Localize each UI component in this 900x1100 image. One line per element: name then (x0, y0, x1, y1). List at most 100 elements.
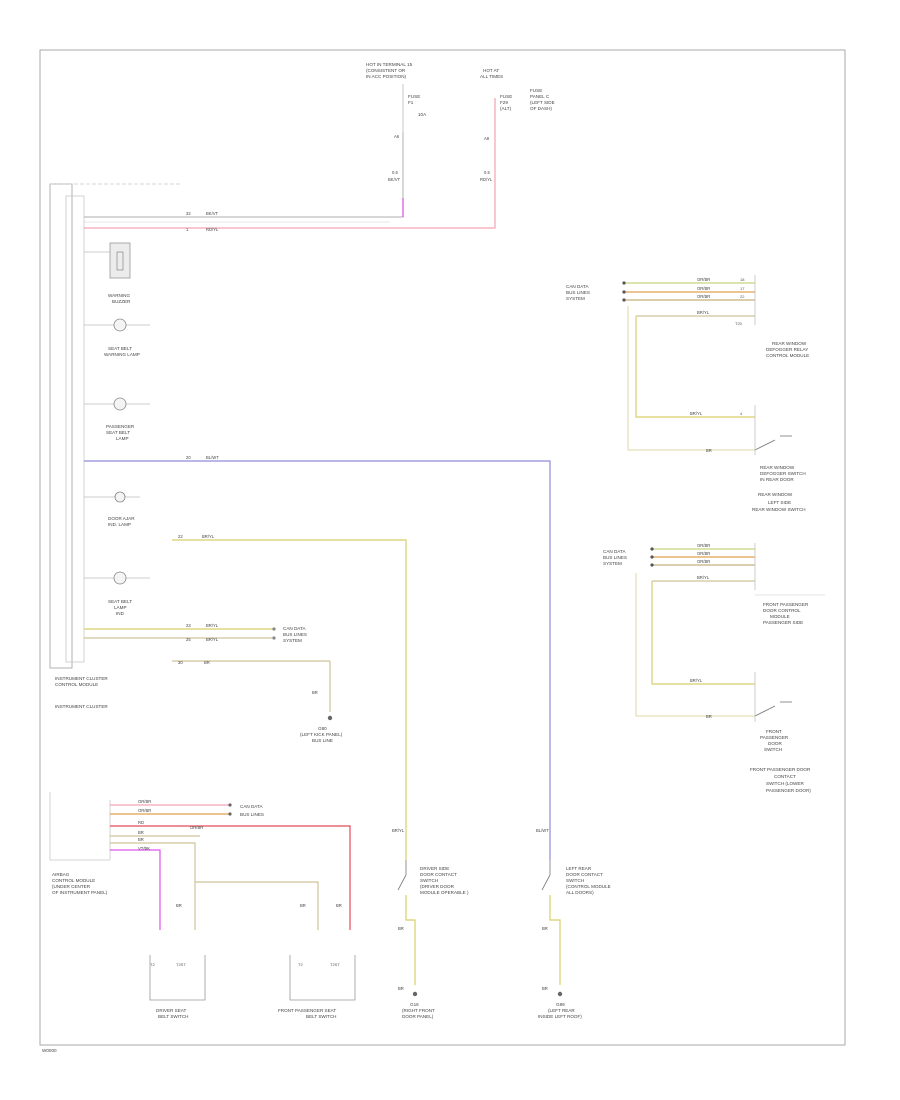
switch-label: DOOR CONTACT (566, 872, 603, 877)
can-label: SYSTEM (283, 638, 302, 643)
wire-pin: 32 (186, 211, 191, 216)
ground-label: G80 (318, 726, 327, 731)
footer-label: PASSENGER DOOR) (766, 788, 811, 793)
wire-color: OR/BR (697, 277, 710, 282)
switch-label: DEFOGGER SWITCH (760, 471, 806, 476)
module-label: REAR WINDOW (772, 341, 807, 346)
warning-buzzer-label-2: BUZZER (112, 299, 131, 304)
wire-color: BR (398, 986, 404, 991)
wire-code: 0.5 (484, 170, 490, 175)
bl-wt-circuit: 20 BL/WT (84, 455, 551, 860)
fuse-label: F1 (408, 100, 414, 105)
lamp-label: PASSENGER (106, 424, 135, 429)
passenger-belt-switch-box (289, 955, 356, 1001)
lamp-icon (113, 397, 127, 411)
footer-label: REAR WINDOW (758, 492, 793, 497)
cluster-label-2: CONTROL MODULE (55, 682, 98, 687)
wire-color: BR/YL (697, 575, 710, 580)
switch-label: FRONT (766, 729, 782, 734)
ground-label: (LEFT REAR (548, 1008, 575, 1013)
pin: 22 (740, 294, 745, 299)
br-yl-circuit: 22 BR/YL (172, 534, 407, 860)
power-source-1: HOT IN TERMINAL 15 (366, 62, 413, 67)
fuse-label: F29 (500, 100, 508, 105)
power-source-1: HOT AT (483, 68, 499, 73)
seat-belt-switches: BR BR BR T2 T2ST T2 T2ST DRIVER SEAT BEL… (149, 903, 356, 1019)
module-label: DEFOGGER RELAY (766, 347, 808, 352)
footer-label: CONTACT (774, 774, 796, 779)
can-label: SYSTEM (603, 561, 622, 566)
switch-label: (CONTROL MODULE (566, 884, 611, 889)
switch-label: SWITCH (764, 747, 782, 752)
fuse-desc: OF DASH) (530, 106, 552, 111)
fuse-label: FUSE (500, 94, 512, 99)
instrument-cluster: INSTRUMENT CLUSTER CONTROL MODULE INSTRU… (49, 183, 343, 743)
wire-color: BR/YL (206, 637, 219, 642)
lamp-label: LAMP (114, 605, 127, 610)
lamp-icon (113, 318, 127, 332)
can-label: CAN DATA (603, 549, 626, 554)
passenger-belt-label: FRONT PASSENGER SEAT (278, 1008, 336, 1013)
module-label: FRONT PASSENGER (763, 602, 809, 607)
pin: 17 (740, 286, 745, 291)
seat-belt-ind-lamp: SEAT BELT LAMP IND (84, 571, 150, 616)
wire-color: RD/YL (206, 227, 219, 232)
switch-label: DOOR (768, 741, 782, 746)
wire-color: BR/YL (392, 828, 405, 833)
driver-belt-label: DRIVER SEAT (156, 1008, 186, 1013)
wire-color: BR (336, 903, 342, 908)
wire-color: BR (176, 903, 182, 908)
ground-label: G16 (410, 1002, 419, 1007)
switch-label: DOOR CONTACT (420, 872, 457, 877)
lamp-label: DOOR AJAR (108, 516, 135, 521)
fuse-label: (ALT) (500, 106, 512, 111)
wire-color: BR (398, 926, 404, 931)
wire-pin: 22 (178, 534, 183, 539)
module-label: DOOR CONTROL (763, 608, 801, 613)
passenger-belt-label: BELT SWITCH (306, 1014, 336, 1019)
switch-label: SWITCH (420, 878, 438, 883)
switch-label: SWITCH (566, 878, 584, 883)
wire-color: BR (542, 926, 548, 931)
airbag-label: (UNDER CENTER (52, 884, 91, 889)
wire-color: OR/BR (190, 825, 203, 830)
wire-color: BR/YL (206, 623, 219, 628)
driver-belt-switch-box (149, 955, 206, 1001)
footer-label: FRONT PASSENGER DOOR (750, 767, 811, 772)
wire-color: BR (300, 903, 306, 908)
wire-color: BR/YL (697, 310, 710, 315)
wire-color: OR/BR (138, 799, 151, 804)
wire-color: BR (138, 837, 144, 842)
wire-color: BL/WT (206, 455, 219, 460)
wire-pin: 25 (186, 637, 191, 642)
diagram-frame (39, 49, 846, 1046)
lamp-label: WARNING LAMP (104, 352, 140, 357)
footer-label: REAR WINDOW SWITCH (752, 507, 806, 512)
wire-pin: 23 (186, 623, 191, 628)
can-label: CAN DATA (240, 804, 263, 809)
lamp-label: SEAT BELT (108, 346, 132, 351)
switch-label: MODULE OPERABLE ) (420, 890, 469, 895)
footer-label: SWITCH (LOWER (766, 781, 804, 786)
ground-icon (412, 991, 418, 997)
wire-color: RD (138, 820, 144, 825)
driver-belt-label: BELT SWITCH (158, 1014, 188, 1019)
warning-buzzer-label: WARNING (108, 293, 130, 298)
can-label: BUS LINES (566, 290, 590, 295)
module-label: CONTROL MODULE (766, 353, 809, 358)
wire-color: OR/BR (697, 551, 710, 556)
ground-label: DOOR PANEL) (402, 1014, 434, 1019)
airbag-label: CONTROL MODULE (52, 878, 95, 883)
lamp-label: SEAT BELT (108, 599, 132, 604)
wire-color: OR/BR (697, 294, 710, 299)
ground-icon (327, 715, 333, 721)
can-label: CAN DATA (566, 284, 589, 289)
lamp-label: LAMP (116, 436, 129, 441)
footer-label: LEFT SIDE (768, 500, 791, 505)
wire-color: OR/BR (138, 808, 151, 813)
can-label: BUS LINES (240, 812, 264, 817)
switch-icon (397, 874, 407, 891)
airbag-label: AIRBAG (52, 872, 70, 877)
fuse-pin: A8 (484, 136, 490, 141)
pin: 18 (740, 277, 745, 282)
